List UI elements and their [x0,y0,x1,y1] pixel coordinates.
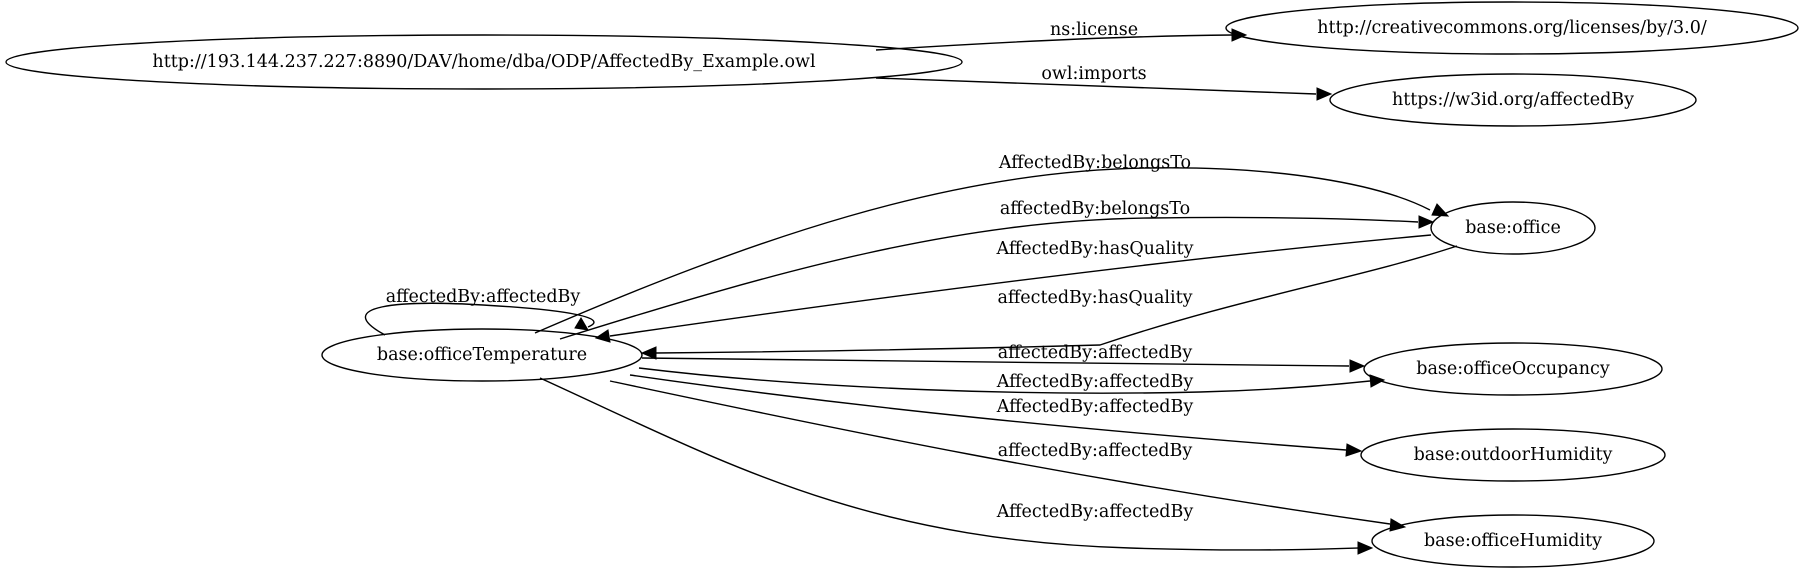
arrowhead [1418,215,1435,229]
arrowhead [1389,518,1407,532]
edge-label: AffectedBy:hasQuality [995,239,1193,259]
node-label: base:officeHumidity [1424,531,1602,551]
edge-occupancy-1[interactable]: affectedBy:affectedBy [641,343,1366,373]
node-label: base:officeOccupancy [1416,359,1610,379]
edge-belongsTo-lower[interactable]: affectedBy:belongsTo [559,199,1435,340]
edge-label: AffectedBy:affectedBy [996,502,1194,522]
edge-label: affectedBy:belongsTo [1000,199,1190,219]
arrowhead [1231,28,1248,42]
edge-label: AffectedBy:affectedBy [996,372,1194,392]
edge-label: affectedBy:affectedBy [998,343,1193,363]
node-office[interactable]: base:office [1430,201,1596,255]
node-label: base:office [1465,218,1561,238]
edge-humidity-1[interactable]: affectedBy:affectedBy [609,380,1407,532]
edge-outdoor[interactable]: AffectedBy:affectedBy [629,374,1363,457]
edge-label: affectedBy:affectedBy [998,441,1193,461]
edge-hasQuality-upper[interactable]: AffectedBy:hasQuality [594,234,1432,343]
node-label: http://creativecommons.org/licenses/by/3… [1317,18,1707,38]
node-label: https://w3id.org/affectedBy [1392,90,1634,110]
node-officeHumidity[interactable]: base:officeHumidity [1371,514,1655,568]
edge-label: AffectedBy:affectedBy [996,397,1194,417]
edge-label: affectedBy:affectedBy [386,287,581,307]
edge-imports[interactable]: owl:imports [875,64,1333,101]
edge-label: ns:license [1050,20,1138,40]
node-outdoorHumidity[interactable]: base:outdoorHumidity [1360,428,1666,482]
arrowhead [594,329,611,343]
edge-belongsTo-upper[interactable]: AffectedBy:belongsTo [534,153,1450,334]
arrowhead [1357,541,1374,555]
node-ontology[interactable]: http://193.144.237.227:8890/DAV/home/dba… [5,34,963,90]
edge-label: owl:imports [1041,64,1146,84]
node-officeOccupancy[interactable]: base:officeOccupancy [1363,342,1663,396]
node-officeTemperature[interactable]: base:officeTemperature [321,328,643,382]
edge-occupancy-2[interactable]: AffectedBy:affectedBy [638,367,1386,394]
node-label: base:officeTemperature [377,345,587,365]
node-license[interactable]: http://creativecommons.org/licenses/by/3… [1225,1,1799,55]
arrowhead [1431,203,1450,217]
node-label: http://193.144.237.227:8890/DAV/home/dba… [152,52,816,72]
node-imports[interactable]: https://w3id.org/affectedBy [1329,73,1697,127]
edge-label: affectedBy:hasQuality [997,288,1192,308]
node-label: base:outdoorHumidity [1414,445,1613,465]
arrowhead [640,346,657,360]
arrowhead [1316,87,1333,101]
edge-hasQuality-lower[interactable]: affectedBy:hasQuality [640,245,1458,360]
edge-self-loop[interactable]: affectedBy:affectedBy [364,287,595,336]
edge-label: AffectedBy:belongsTo [998,153,1191,173]
arrowhead [574,317,589,331]
arrowhead [1349,359,1366,373]
arrowhead [1345,443,1363,457]
edge-license[interactable]: ns:license [875,20,1248,51]
edge-humidity-2[interactable]: AffectedBy:affectedBy [539,377,1374,555]
arrowhead [1369,374,1386,388]
